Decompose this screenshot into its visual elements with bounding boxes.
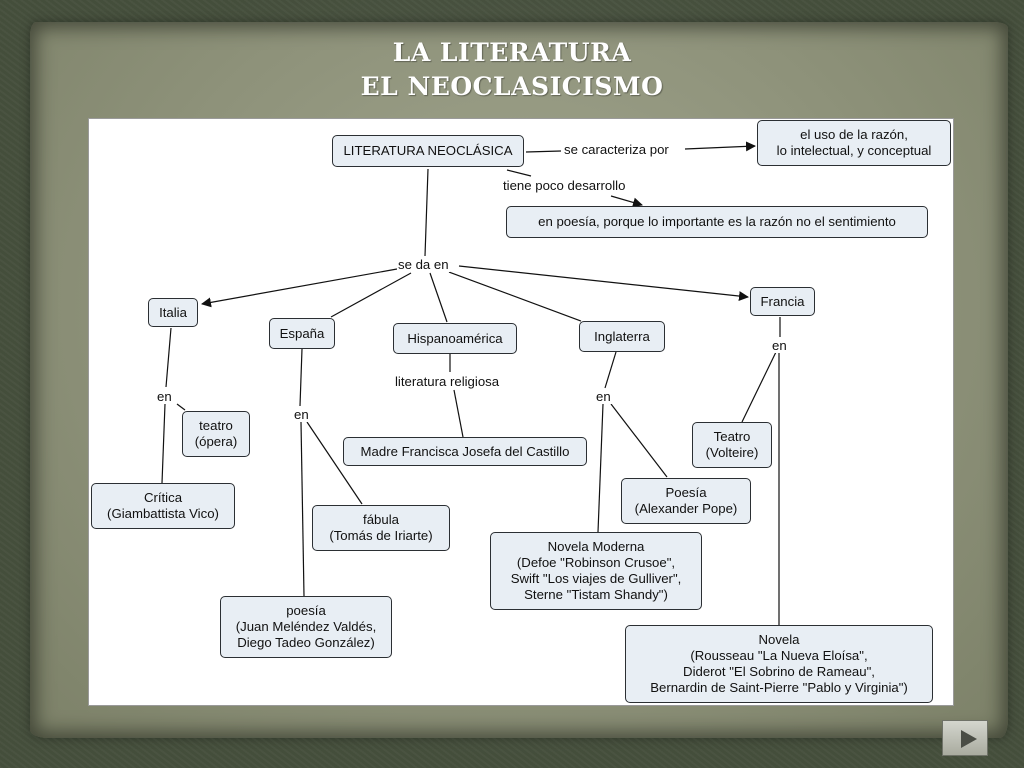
concept-label: Francia bbox=[760, 293, 805, 309]
link-se-da-en: se da en bbox=[397, 257, 450, 272]
connector bbox=[176, 403, 186, 411]
concept-label: el uso de la razón, bbox=[800, 127, 908, 142]
link-en-francia: en bbox=[771, 338, 788, 353]
concept-novela-francia: Novela (Rousseau "La Nueva Eloísa", Dide… bbox=[625, 625, 933, 703]
connector bbox=[448, 271, 582, 322]
connector bbox=[506, 169, 532, 177]
concept-teatro-volteire: Teatro (Volteire) bbox=[692, 422, 772, 468]
connector bbox=[453, 389, 464, 438]
concept-label: Hispanoamérica bbox=[407, 330, 503, 346]
link-en-italia: en bbox=[156, 389, 173, 404]
concept-map-connectors bbox=[161, 141, 781, 625]
slide-title-line-1: LA LITERATURA bbox=[392, 38, 632, 67]
link-se-caracteriza-por: se caracteriza por bbox=[563, 142, 670, 157]
connector bbox=[165, 327, 172, 388]
concept-label: fábula bbox=[363, 512, 399, 527]
connector bbox=[458, 265, 749, 302]
link-en-inglaterra: en bbox=[595, 389, 612, 404]
connector bbox=[684, 141, 756, 152]
connector bbox=[604, 351, 617, 389]
concept-label: en poesía, porque lo importante es la ra… bbox=[538, 214, 896, 229]
concept-label: (Alexander Pope) bbox=[634, 501, 738, 516]
link-tiene-poco-desarrollo: tiene poco desarrollo bbox=[502, 178, 627, 193]
concept-label: (Giambattista Vico) bbox=[107, 506, 219, 521]
concept-label: (Rousseau "La Nueva Eloísa", bbox=[690, 648, 868, 663]
connector bbox=[161, 403, 166, 484]
concept-label: (Tomás de Iriarte) bbox=[329, 528, 433, 543]
concept-label: poesía bbox=[286, 603, 326, 618]
concept-label: Novela bbox=[758, 632, 800, 647]
concept-teatro-opera: teatro (ópera) bbox=[182, 411, 250, 457]
link-literatura-religiosa: literatura religiosa bbox=[394, 374, 501, 389]
concept-critica: Crítica (Giambattista Vico) bbox=[91, 483, 235, 529]
concept-label: (Juan Meléndez Valdés, bbox=[235, 619, 377, 634]
concept-poesia-espana: poesía (Juan Meléndez Valdés, Diego Tade… bbox=[220, 596, 392, 658]
concept-label: Madre Francisca Josefa del Castillo bbox=[360, 443, 570, 459]
concept-inglaterra: Inglaterra bbox=[579, 321, 665, 352]
connector bbox=[201, 268, 398, 308]
connector bbox=[741, 351, 777, 423]
concept-label: Diderot "El Sobrino de Rameau", bbox=[683, 664, 875, 679]
concept-label: Diego Tadeo González) bbox=[237, 635, 375, 650]
connector bbox=[597, 403, 604, 533]
concept-label: Inglaterra bbox=[594, 328, 650, 344]
concept-label: (ópera) bbox=[194, 434, 238, 449]
concept-label: lo intelectual, y conceptual bbox=[776, 143, 932, 158]
connector bbox=[525, 150, 562, 153]
concept-label: LITERATURA NEOCLÁSICA bbox=[343, 143, 513, 158]
concept-label: Bernardin de Saint-Pierre "Pablo y Virgi… bbox=[650, 680, 908, 695]
connector bbox=[610, 403, 668, 478]
concept-italia: Italia bbox=[148, 298, 198, 327]
connector bbox=[610, 195, 643, 208]
connector bbox=[299, 348, 303, 407]
connector bbox=[424, 168, 429, 257]
concept-label: (Volteire) bbox=[705, 445, 759, 460]
concept-label: España bbox=[279, 325, 325, 341]
concept-uso-razon: el uso de la razón, lo intelectual, y co… bbox=[757, 120, 951, 166]
concept-label: (Defoe "Robinson Crusoe", bbox=[516, 555, 676, 570]
concept-literatura-neoclasica: LITERATURA NEOCLÁSICA bbox=[332, 135, 524, 167]
concept-espana: España bbox=[269, 318, 335, 349]
concept-novela-moderna: Novela Moderna (Defoe "Robinson Crusoe",… bbox=[490, 532, 702, 610]
concept-map-canvas: LITERATURA NEOCLÁSICA el uso de la razón… bbox=[88, 118, 954, 706]
connector bbox=[306, 421, 363, 505]
concept-label: teatro bbox=[199, 418, 233, 433]
concept-poesia-pope: Poesía (Alexander Pope) bbox=[621, 478, 751, 524]
concept-label: Novela Moderna bbox=[547, 539, 645, 554]
concept-label: Poesía bbox=[665, 485, 707, 500]
concept-hispanoamerica: Hispanoamérica bbox=[393, 323, 517, 354]
next-slide-button[interactable] bbox=[942, 720, 988, 756]
concept-label: Sterne "Tistam Shandy") bbox=[524, 587, 668, 602]
play-arrow-icon bbox=[961, 730, 977, 748]
connector bbox=[330, 272, 412, 318]
link-en-espana: en bbox=[293, 407, 310, 422]
concept-poesia-razon: en poesía, porque lo importante es la ra… bbox=[506, 206, 928, 238]
concept-label: Teatro bbox=[713, 429, 751, 444]
concept-label: Swift "Los viajes de Gulliver", bbox=[510, 571, 682, 586]
concept-label: Italia bbox=[159, 304, 187, 320]
connector bbox=[300, 421, 305, 597]
concept-fabula: fábula (Tomás de Iriarte) bbox=[312, 505, 450, 551]
concept-francia: Francia bbox=[750, 287, 815, 316]
slide-title-line-2: EL NEOCLASICISMO bbox=[360, 72, 664, 101]
concept-label: Crítica bbox=[143, 490, 183, 505]
concept-madre-francisca: Madre Francisca Josefa del Castillo bbox=[343, 437, 587, 466]
connector bbox=[429, 272, 448, 323]
